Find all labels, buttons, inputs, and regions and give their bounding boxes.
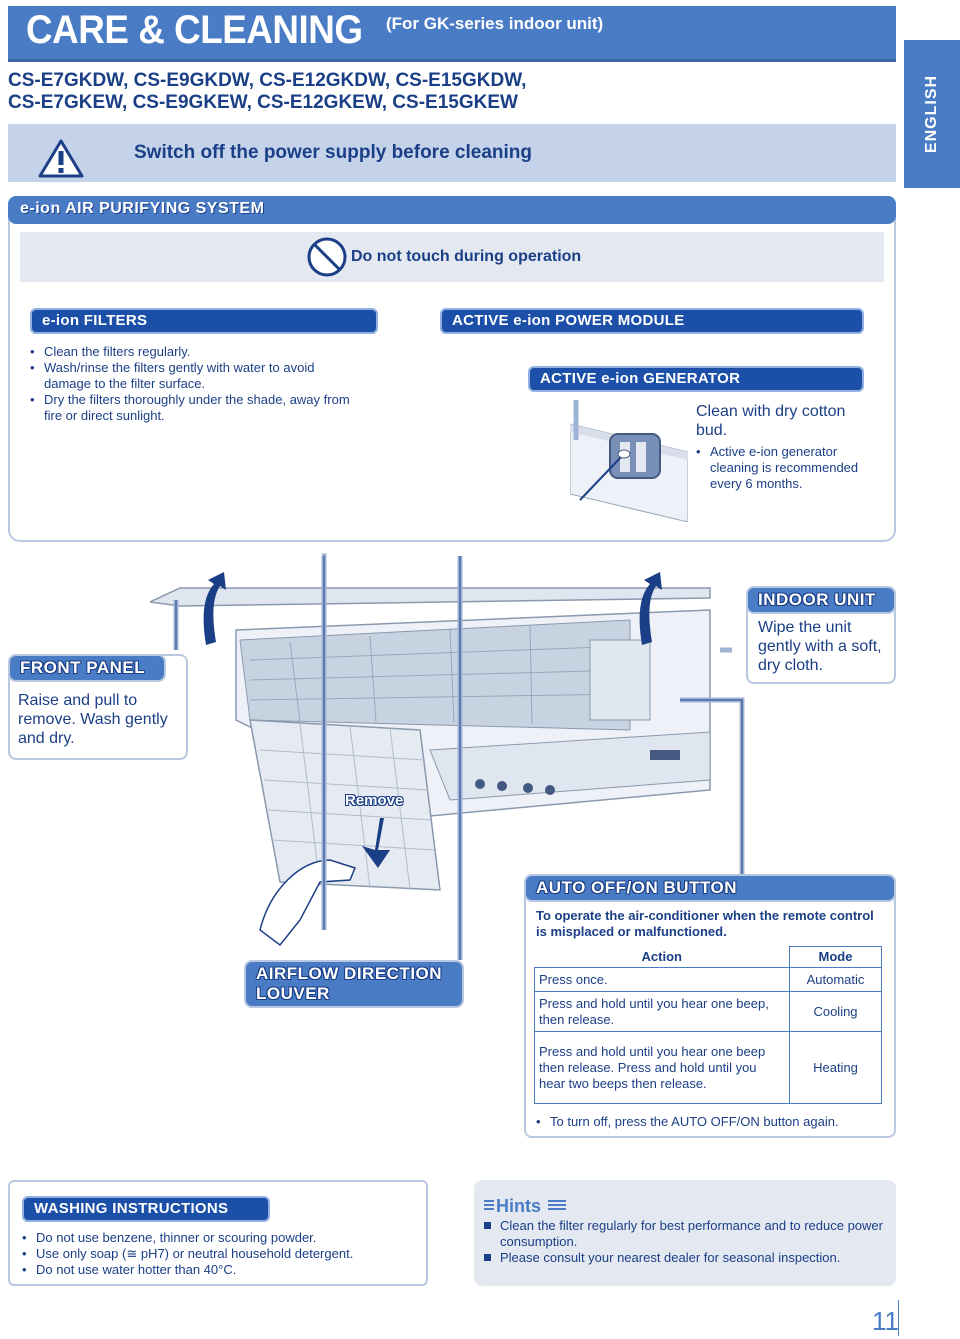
language-text: ENGLISH	[923, 74, 940, 154]
generator-list: Active e-ion generator cleaning is recom…	[696, 444, 866, 492]
auto-button-intro: To operate the air-conditioner when the …	[536, 908, 874, 939]
hints-decoration-icon	[484, 1200, 494, 1212]
language-tab-label: ENGLISH	[904, 40, 960, 188]
hints-decoration-icon-right	[548, 1200, 566, 1212]
list-item: Clean the filter regularly for best perf…	[484, 1218, 884, 1250]
table-cell-action: Press and hold until you hear one beep, …	[534, 991, 790, 1032]
eion-filters-title: e-ion FILTERS	[30, 308, 378, 334]
list-item: Use only soap (≅ pH7) or neutral househo…	[22, 1246, 422, 1262]
hints-list: Clean the filter regularly for best perf…	[484, 1218, 884, 1266]
table-cell-mode: Heating	[789, 1031, 882, 1104]
list-item: Clean the filters regularly.	[30, 344, 350, 360]
auto-button-note-list: To turn off, press the AUTO OFF/ON butto…	[536, 1114, 886, 1130]
front-panel-title: FRONT PANEL	[8, 654, 166, 682]
model-line-2: CS-E7GKEW, CS-E9GKEW, CS-E12GKEW, CS-E15…	[8, 92, 518, 113]
list-item: Do not use water hotter than 40°C.	[22, 1262, 422, 1278]
auto-button-title: AUTO OFF/ON BUTTON	[524, 874, 896, 902]
table-cell-action: Press and hold until you hear one beep t…	[534, 1031, 790, 1104]
list-item: To turn off, press the AUTO OFF/ON butto…	[536, 1114, 886, 1130]
warning-triangle-icon	[38, 139, 84, 178]
model-line-1: CS-E7GKDW, CS-E9GKDW, CS-E12GKDW, CS-E15…	[8, 70, 527, 91]
no-touch-text: Do not touch during operation	[351, 248, 582, 265]
page-subtitle: (For GK-series indoor unit)	[386, 14, 604, 33]
table-row: Press once. Automatic	[534, 967, 882, 992]
raise-arrow-icon	[203, 572, 226, 645]
washing-list: Do not use benzene, thinner or scouring …	[22, 1230, 422, 1278]
list-item: Wash/rinse the filters gently with water…	[30, 360, 350, 392]
indoor-unit-illustration	[150, 587, 711, 947]
list-item: Do not use benzene, thinner or scouring …	[22, 1230, 422, 1246]
eion-generator-illustration	[570, 423, 688, 522]
table-cell-action: Press once.	[534, 967, 790, 992]
list-item: Please consult your nearest dealer for s…	[484, 1250, 884, 1266]
table-row: Press and hold until you hear one beep t…	[534, 1031, 882, 1104]
airflow-title-line-2: LOUVER	[256, 984, 330, 1003]
indoor-unit-text: Wipe the unit gently with a soft, dry cl…	[758, 619, 882, 674]
generator-title: ACTIVE e-ion GENERATOR	[528, 366, 864, 392]
power-module-title: ACTIVE e-ion POWER MODULE	[440, 308, 864, 334]
list-item: Dry the filters thoroughly under the sha…	[30, 392, 350, 424]
table-header-mode: Mode	[789, 946, 882, 968]
warning-text: Switch off the power supply before clean…	[134, 142, 532, 163]
table-header-action: Action	[534, 946, 790, 968]
page-number-divider	[898, 1300, 899, 1336]
warning-band	[8, 124, 896, 182]
airflow-title-line-1: AIRFLOW DIRECTION	[256, 964, 443, 983]
eion-section-header	[8, 196, 896, 224]
table-row: Press and hold until you hear one beep, …	[534, 991, 882, 1032]
eion-filters-list: Clean the filters regularly. Wash/rinse …	[30, 344, 350, 424]
header-bar	[8, 6, 896, 62]
language-tab	[904, 40, 960, 188]
airflow-louver-title: AIRFLOW DIRECTION LOUVER	[244, 960, 464, 1008]
table-cell-mode: Automatic	[789, 967, 882, 992]
front-panel-text: Raise and pull to remove. Wash gently an…	[18, 692, 168, 747]
indoor-unit-title: INDOOR UNIT	[746, 586, 896, 614]
auto-button-table: Action Mode Press once. Automatic Press …	[534, 946, 882, 1104]
remove-label: Remove	[345, 792, 404, 809]
eion-section-title: e-ion AIR PURIFYING SYSTEM	[20, 200, 265, 217]
page-number: 11	[872, 1306, 899, 1336]
hints-callout	[474, 1180, 896, 1286]
washing-title: WASHING INSTRUCTIONS	[22, 1196, 270, 1222]
no-touch-band	[20, 232, 884, 282]
eion-section-frame	[8, 216, 896, 542]
page-title: CARE & CLEANING	[26, 8, 363, 52]
raise-arrow-icon-right	[639, 572, 662, 645]
hints-title: Hints	[496, 1196, 541, 1216]
table-cell-mode: Cooling	[789, 991, 882, 1032]
model-list: CS-E7GKDW, CS-E9GKDW, CS-E12GKDW, CS-E15…	[8, 70, 526, 114]
list-item: Active e-ion generator cleaning is recom…	[696, 444, 866, 492]
generator-instruction: Clean with dry cotton bud.	[696, 403, 846, 439]
no-touch-icon	[307, 237, 347, 277]
